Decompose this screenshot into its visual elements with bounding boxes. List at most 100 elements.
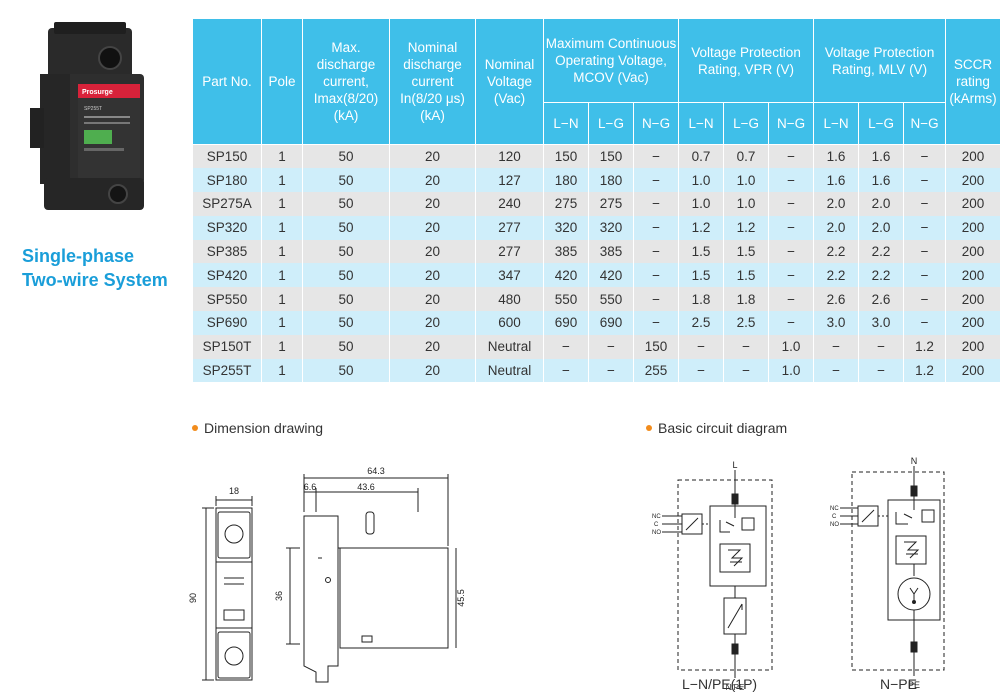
table-cell: − bbox=[858, 358, 905, 383]
table-cell: − bbox=[768, 311, 815, 335]
table-cell: 1.5 bbox=[678, 263, 725, 288]
table-cell: 3.0 bbox=[858, 311, 905, 335]
module-model: SP255T bbox=[84, 106, 102, 112]
dimension-drawing-title: Dimension drawing bbox=[204, 420, 324, 436]
table-cell: 50 bbox=[302, 239, 390, 264]
table-cell: 20 bbox=[389, 358, 476, 383]
table-cell: 20 bbox=[389, 334, 476, 359]
table-cell: − bbox=[903, 287, 947, 312]
table-cell: 320 bbox=[588, 215, 634, 240]
bullet-icon bbox=[646, 425, 652, 432]
table-cell: 1 bbox=[261, 144, 303, 169]
table-cell: 2.2 bbox=[858, 263, 905, 288]
table-cell: 1.0 bbox=[678, 168, 725, 193]
table-cell: − bbox=[768, 239, 815, 264]
dim-depth-body: 43.6 bbox=[357, 482, 375, 492]
table-cell: 277 bbox=[475, 215, 544, 240]
table-cell: 1.0 bbox=[723, 168, 770, 193]
table-cell: 2.2 bbox=[813, 239, 860, 264]
table-cell: − bbox=[678, 358, 725, 383]
table-cell: 1 bbox=[261, 239, 303, 264]
table-cell: 2.2 bbox=[858, 239, 905, 264]
table-cell: 200 bbox=[945, 144, 1000, 169]
circuit1-bottom-terminal: N/PE bbox=[726, 683, 745, 692]
table-cell: 1.8 bbox=[723, 287, 770, 312]
table-cell: − bbox=[858, 334, 905, 359]
table-cell: 180 bbox=[543, 168, 589, 193]
header-in: Nominal discharge current In(8/20 μs) (k… bbox=[389, 18, 476, 145]
table-cell: 127 bbox=[475, 168, 544, 193]
subheader-mcov-lg: L−G bbox=[588, 102, 634, 145]
table-cell: − bbox=[632, 215, 680, 240]
circuit-diagram-caption: Basic circuit diagram bbox=[646, 420, 787, 436]
dimension-drawing-caption: Dimension drawing bbox=[192, 420, 323, 436]
table-cell: − bbox=[768, 215, 815, 240]
subheader-mlv-ng: N−G bbox=[903, 102, 947, 145]
table-cell: SP690 bbox=[192, 311, 262, 335]
table-cell: 1 bbox=[261, 311, 303, 335]
table-cell: 2.5 bbox=[678, 311, 725, 335]
table-cell: 200 bbox=[945, 168, 1000, 193]
circuit-diagram-n-pe: N PE NC C NO bbox=[830, 456, 945, 690]
table-cell: − bbox=[632, 239, 680, 264]
table-cell: 690 bbox=[588, 311, 634, 335]
table-cell: − bbox=[768, 168, 815, 193]
table-cell: − bbox=[768, 263, 815, 288]
table-cell: 347 bbox=[475, 263, 544, 288]
subheader-vpr-ln: L−N bbox=[678, 102, 725, 145]
circuit2-top-terminal: N bbox=[911, 456, 918, 466]
table-cell: Neutral bbox=[475, 334, 544, 359]
circuit1-no: NO bbox=[652, 530, 661, 536]
table-cell: − bbox=[903, 168, 947, 193]
table-cell: SP420 bbox=[192, 263, 262, 288]
table-cell: 180 bbox=[588, 168, 634, 193]
table-cell: 1 bbox=[261, 215, 303, 240]
table-cell: 1 bbox=[261, 334, 303, 359]
table-cell: SP150T bbox=[192, 334, 262, 359]
table-cell: 1.6 bbox=[858, 168, 905, 193]
table-cell: − bbox=[588, 358, 634, 383]
table-cell: − bbox=[768, 144, 815, 169]
table-cell: 0.7 bbox=[678, 144, 725, 169]
table-cell: 480 bbox=[475, 287, 544, 312]
table-cell: 50 bbox=[302, 144, 390, 169]
table-cell: 550 bbox=[543, 287, 589, 312]
dim-height-body: 45.5 bbox=[456, 589, 466, 607]
table-cell: 120 bbox=[475, 144, 544, 169]
dim-width-total: 64.3 bbox=[367, 466, 385, 476]
table-cell: 2.0 bbox=[858, 215, 905, 240]
table-cell: SP275A bbox=[192, 192, 262, 216]
subheader-mcov-ln: L−N bbox=[543, 102, 589, 145]
table-cell: 385 bbox=[543, 239, 589, 264]
header-vpr: Voltage Protection Rating, VPR (V) bbox=[678, 18, 815, 103]
table-cell: 1.5 bbox=[723, 239, 770, 264]
table-cell: 1.0 bbox=[723, 192, 770, 216]
table-cell: 1.2 bbox=[723, 215, 770, 240]
table-cell: 20 bbox=[389, 311, 476, 335]
table-cell: 320 bbox=[543, 215, 589, 240]
brand-label: Prosurge bbox=[82, 89, 113, 96]
table-cell: 2.5 bbox=[723, 311, 770, 335]
table-cell: 20 bbox=[389, 263, 476, 288]
table-cell: 150 bbox=[632, 334, 680, 359]
table-cell: 200 bbox=[945, 263, 1000, 288]
table-cell: 1.6 bbox=[813, 144, 860, 169]
table-cell: 420 bbox=[543, 263, 589, 288]
circuit2-bottom-terminal: PE bbox=[908, 680, 920, 690]
table-cell: SP180 bbox=[192, 168, 262, 193]
table-cell: 50 bbox=[302, 334, 390, 359]
table-cell: − bbox=[632, 311, 680, 335]
circuit1-c: C bbox=[654, 522, 659, 528]
table-cell: − bbox=[813, 358, 860, 383]
table-cell: 690 bbox=[543, 311, 589, 335]
header-pole: Pole bbox=[261, 18, 303, 145]
table-cell: 1.8 bbox=[678, 287, 725, 312]
table-cell: 3.0 bbox=[813, 311, 860, 335]
dim-depth-front: 6.6 bbox=[304, 482, 317, 492]
header-mlv: Voltage Protection Rating, MLV (V) bbox=[813, 18, 947, 103]
circuit-diagram-l-npe: L N/PE NC C NO bbox=[652, 460, 773, 692]
table-cell: 50 bbox=[302, 192, 390, 216]
